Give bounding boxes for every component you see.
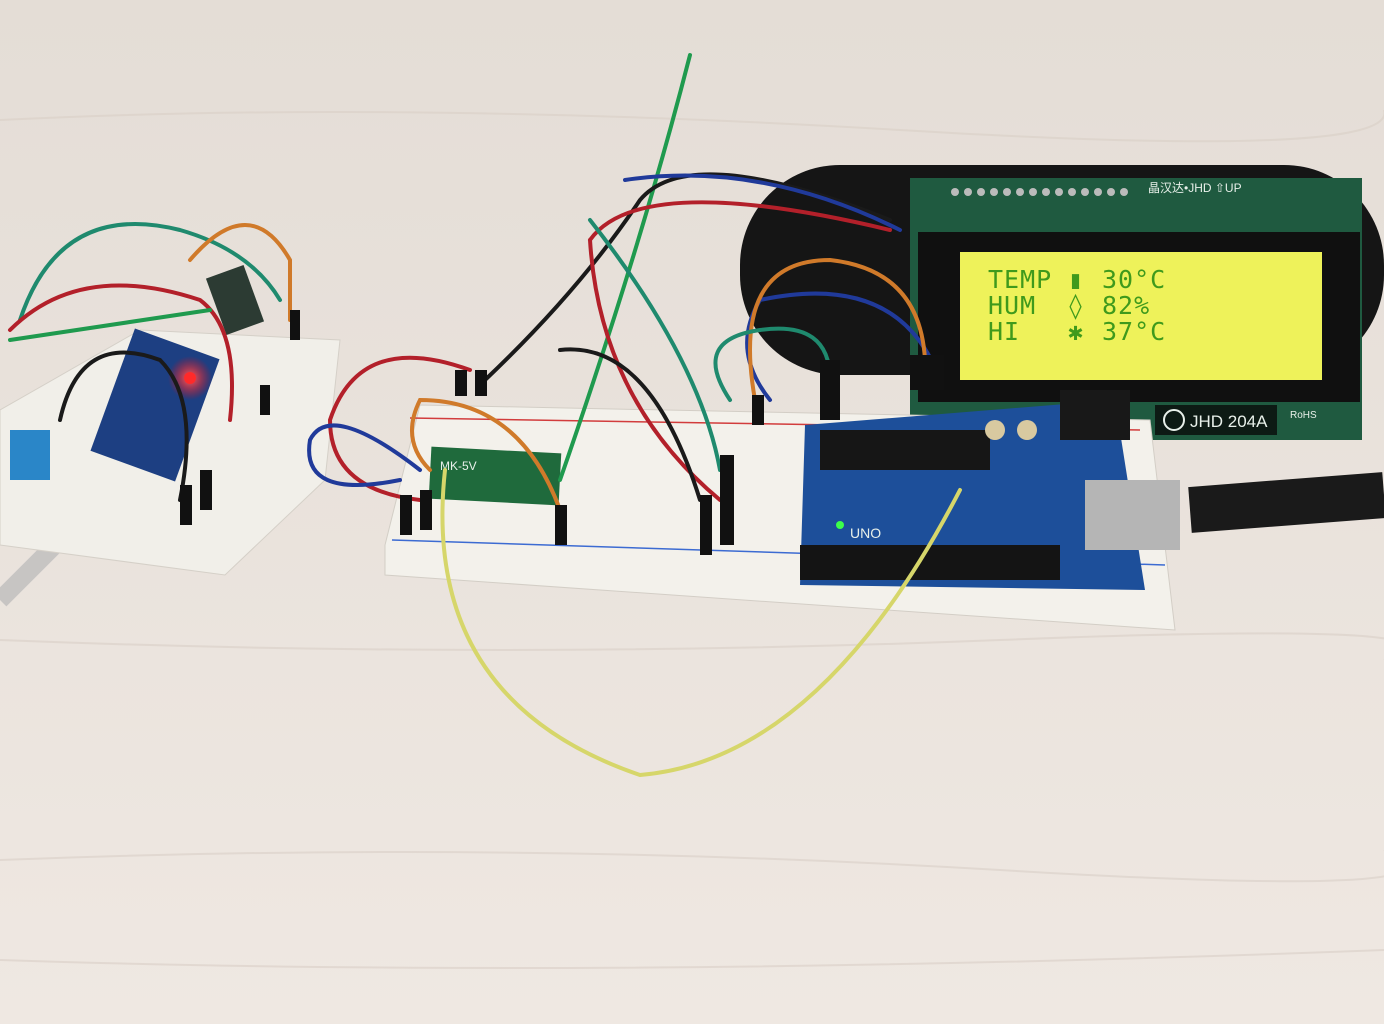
- wire-teal: [588, 218, 832, 472]
- wire-yellow: [440, 468, 962, 778]
- usb-b-port: [1085, 480, 1180, 550]
- wood-grain: [0, 110, 1384, 969]
- wire-black-left: [58, 350, 189, 502]
- header-pins: [800, 545, 1060, 580]
- wire-teal-left: [18, 222, 282, 322]
- rf-module: MK-5V: [428, 446, 562, 506]
- sun-icon: ✱: [1068, 317, 1084, 346]
- lcd-line3-value: 37°C: [1102, 317, 1166, 346]
- wire-blue-left: [307, 423, 422, 487]
- wire-orange-left: [410, 397, 562, 512]
- usb-cable-right: [1188, 472, 1384, 533]
- capacitor: [1017, 420, 1037, 440]
- wire-red-left2: [8, 283, 234, 422]
- lcd-brand-label: 晶汉达•JHD ⇧UP: [1148, 181, 1242, 195]
- wire-orange-top: [188, 223, 292, 322]
- jhd-logo-icon: [1163, 409, 1185, 431]
- jumper-connectors: [180, 310, 944, 555]
- wire-green-left: [8, 308, 212, 342]
- lcd-model-label: JHD 204A: [1190, 412, 1268, 431]
- arduino-uno: UNO: [800, 390, 1180, 590]
- atmega-chip: [820, 430, 990, 470]
- lcd-header-pins: [951, 188, 1128, 196]
- rf-module-label: MK-5V: [440, 459, 477, 473]
- capacitor: [985, 420, 1005, 440]
- lcd-module: 晶汉达•JHD ⇧UP JHD 204A RoHS TEMP ▮ 30°C HU…: [910, 178, 1362, 440]
- uno-label: UNO: [850, 525, 881, 541]
- wire-red-left: [327, 355, 472, 502]
- lcd-line1-label: TEMP: [988, 265, 1052, 294]
- lcd-line2-value: 82%: [1102, 291, 1150, 320]
- red-led: [184, 372, 196, 384]
- thermometer-icon: ▮: [1068, 265, 1084, 294]
- jumper-wires: [8, 53, 962, 778]
- wire-black: [483, 172, 892, 382]
- dht-sensor: [10, 430, 50, 480]
- lcd-line3-label: HI: [988, 317, 1020, 346]
- power-jack: [1060, 390, 1130, 440]
- droplet-icon: ◊: [1068, 291, 1084, 320]
- lcd-line1-value: 30°C: [1102, 265, 1166, 294]
- wire-black-mid: [558, 347, 702, 502]
- sensor-board: [205, 264, 265, 336]
- wire-green: [558, 53, 692, 482]
- lcd-screen: [960, 252, 1322, 380]
- lcd-line2-label: HUM: [988, 291, 1036, 320]
- green-led: [836, 521, 844, 529]
- rohs-label: RoHS: [1290, 410, 1317, 421]
